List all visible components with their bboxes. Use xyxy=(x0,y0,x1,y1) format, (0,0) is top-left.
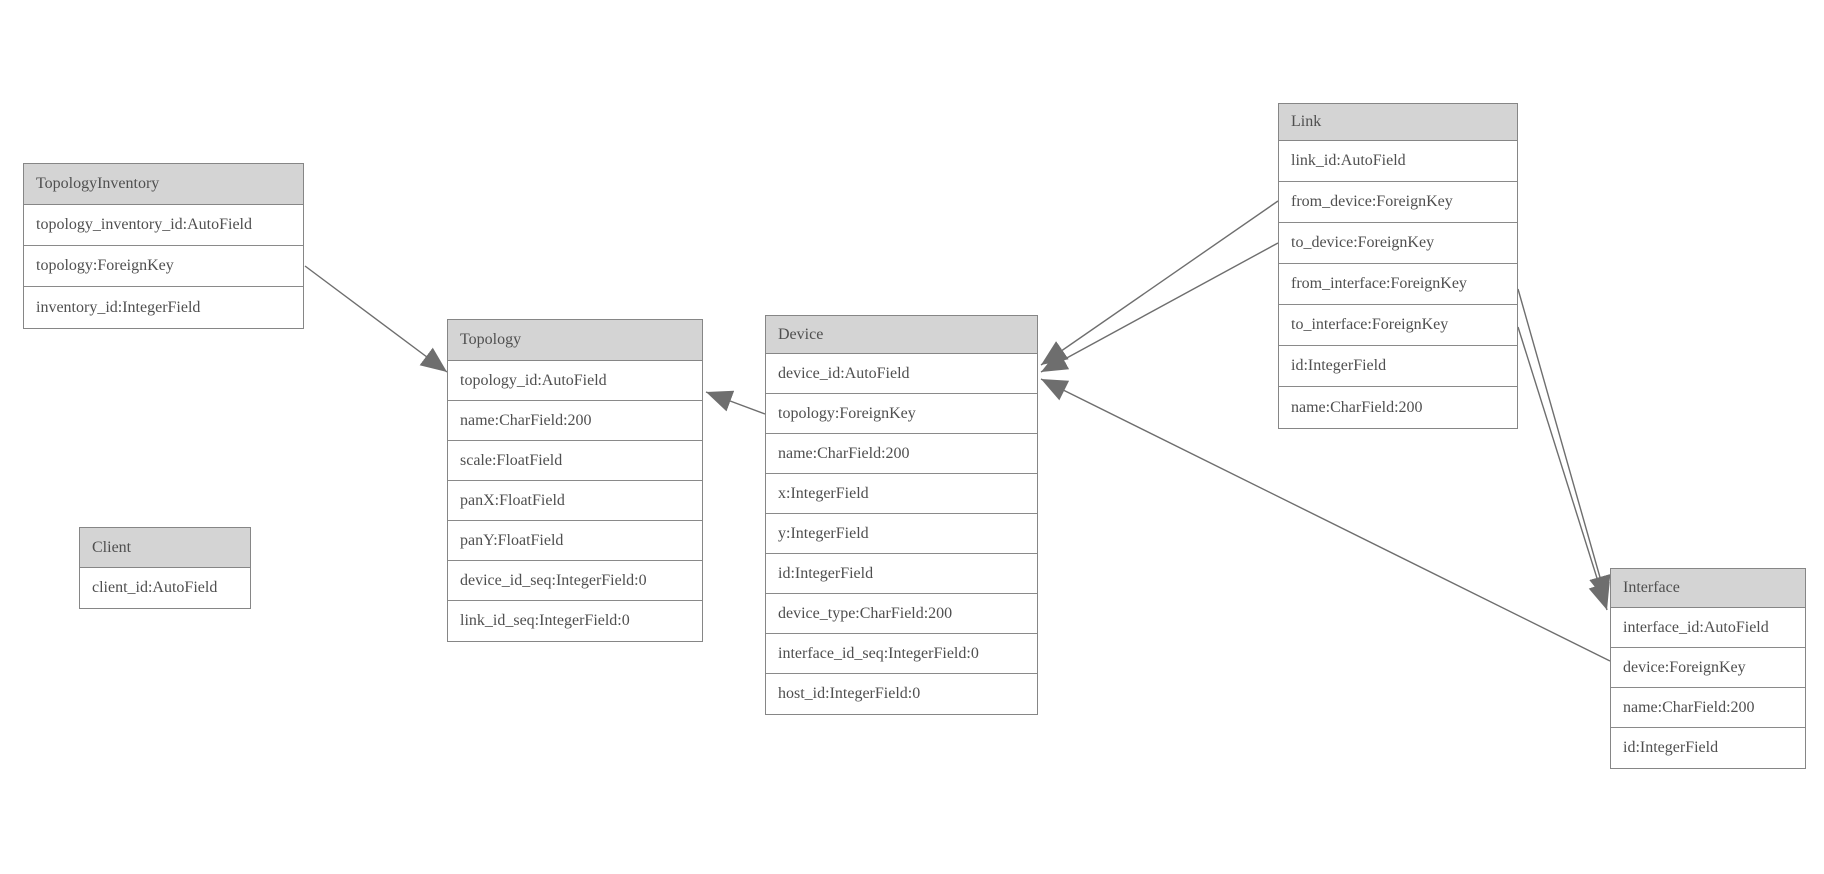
field-row: y:IntegerField xyxy=(766,514,1037,554)
field-row: device_id:AutoField xyxy=(766,354,1037,394)
edge-interface-device-device xyxy=(1040,378,1611,662)
field-row: host_id:IntegerField:0 xyxy=(778,685,921,702)
field-row: panX:FloatField xyxy=(448,481,702,521)
edge-device-topology xyxy=(705,390,766,415)
field-row: x:IntegerField xyxy=(766,474,1037,514)
field-row: link_id:AutoField xyxy=(1279,141,1517,182)
field-row: device_type:CharField:200 xyxy=(766,594,1037,634)
field-row: topology_id:AutoField xyxy=(448,361,702,401)
field-row: scale:FloatField xyxy=(448,441,702,481)
field-row: topology:ForeignKey xyxy=(24,246,303,287)
entity-link: Link link_id:AutoField from_device:Forei… xyxy=(1278,103,1518,429)
entity-device: Device device_id:AutoField topology:Fore… xyxy=(765,315,1038,715)
field-row: device:ForeignKey xyxy=(1611,648,1805,688)
field-row: name:CharField:200 xyxy=(766,434,1037,474)
field-row: from_device:ForeignKey xyxy=(1279,182,1517,223)
field-row: name:CharField:200 xyxy=(448,401,702,441)
edge-link-fromdevice-device xyxy=(1040,200,1279,366)
field-row: to_interface:ForeignKey xyxy=(1279,305,1517,346)
entity-topologyinventory: TopologyInventory topology_inventory_id:… xyxy=(23,163,304,329)
field-row: inventory_id:IntegerField xyxy=(36,298,201,316)
field-row: interface_id:AutoField xyxy=(1611,608,1805,648)
entity-topology: Topology topology_id:AutoField name:Char… xyxy=(447,319,703,642)
field-row: link_id_seq:IntegerField:0 xyxy=(460,612,630,629)
entity-interface: Interface interface_id:AutoField device:… xyxy=(1610,568,1806,769)
field-row: device_id_seq:IntegerField:0 xyxy=(448,561,702,601)
field-row: topology_inventory_id:AutoField xyxy=(24,205,303,246)
edge-link-frominterface-interface xyxy=(1517,288,1611,603)
field-row: id:IntegerField xyxy=(766,554,1037,594)
field-row: panY:FloatField xyxy=(448,521,702,561)
entity-header: Interface xyxy=(1611,569,1805,608)
field-row: name:CharField:200 xyxy=(1611,688,1805,728)
field-row: from_interface:ForeignKey xyxy=(1279,264,1517,305)
field-row: id:IntegerField xyxy=(1279,346,1517,387)
edge-link-tointerface-interface xyxy=(1517,326,1610,611)
field-row: to_device:ForeignKey xyxy=(1279,223,1517,264)
field-row: name:CharField:200 xyxy=(1291,398,1423,416)
edge-link-todevice-device xyxy=(1040,242,1279,373)
field-row: interface_id_seq:IntegerField:0 xyxy=(766,634,1037,674)
field-row: id:IntegerField xyxy=(1623,739,1719,756)
entity-header: Topology xyxy=(448,320,702,361)
field-row: topology:ForeignKey xyxy=(766,394,1037,434)
edge-topologyinventory-topology xyxy=(304,265,448,373)
entity-client: Client client_id:AutoField xyxy=(79,527,251,609)
field-row: client_id:AutoField xyxy=(92,579,218,596)
entity-header: Device xyxy=(766,316,1037,354)
entity-header: Client xyxy=(80,528,250,568)
entity-header: Link xyxy=(1279,104,1517,141)
entity-header: TopologyInventory xyxy=(24,164,303,205)
